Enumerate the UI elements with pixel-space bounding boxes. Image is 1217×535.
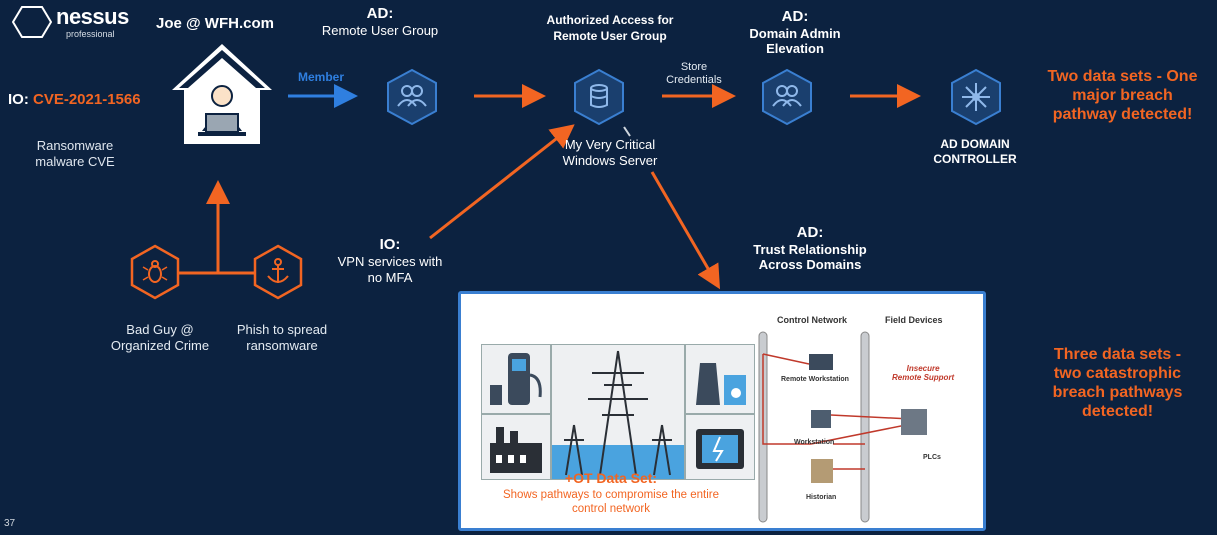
ad-domain-admin-line1: Domain Admin <box>749 26 841 41</box>
database-server-icon <box>574 68 624 126</box>
ad-trust-label: AD: Trust Relationship Across Domains <box>735 224 885 272</box>
factory-image <box>481 414 551 480</box>
server-label: My Very Critical Windows Server <box>545 137 675 169</box>
arrow-vpn <box>429 124 575 240</box>
control-network-diagram <box>758 331 927 523</box>
io-prefix: IO: <box>8 91 33 108</box>
ad-trust-line1: Trust Relationship <box>753 242 867 257</box>
ad-remote-title: AD: <box>366 5 394 22</box>
summary-three-line3: breach pathways <box>1052 384 1183 401</box>
cve-desc-2: malware CVE <box>35 154 115 169</box>
summary-two-line1: Two data sets - One <box>1047 68 1198 85</box>
server-line2: Windows Server <box>562 153 658 168</box>
summary-two-datasets: Two data sets - One major breach pathway… <box>1030 67 1215 124</box>
slide-number: 37 <box>4 518 16 529</box>
bad-guy-line1: Bad Guy @ <box>126 322 194 337</box>
io-cve-description: Ransomware malware CVE <box>20 138 130 170</box>
ot-desc-line2: control network <box>572 503 650 515</box>
anchor-icon <box>253 244 303 300</box>
store-credentials-label: Store Credentials <box>644 61 744 87</box>
io-cve-label: IO: CVE-2021-1566 <box>8 91 141 108</box>
io-vpn-line1: VPN services with <box>337 254 443 269</box>
insecure-remote-support-label: Insecure Remote Support <box>892 364 954 382</box>
historian-label: Historian <box>806 494 837 501</box>
user-label: Joe @ WFH.com <box>156 15 274 32</box>
summary-three-line4: detected! <box>1081 403 1154 420</box>
domain-controller-icon <box>951 68 1001 126</box>
summary-three-line2: two catastrophic <box>1053 365 1182 382</box>
ot-description: Shows pathways to compromise the entire … <box>461 488 761 516</box>
server-tick <box>623 126 631 137</box>
store-line2: Credentials <box>666 74 722 86</box>
remote-workstation-label: Remote Workstation <box>781 376 849 383</box>
ad-remote-sub: Remote User Group <box>321 23 439 38</box>
admin-group-icon <box>762 68 812 126</box>
home-user-icon <box>172 44 272 144</box>
ot-title: +OT Data Set: <box>564 470 658 486</box>
ot-network-panel: +OT Data Set: Shows pathways to compromi… <box>458 291 986 531</box>
io-vpn-line2: no MFA <box>367 270 413 285</box>
nuclear-plant-image <box>685 344 755 414</box>
io-vpn-label: IO: VPN services with no MFA <box>325 236 455 286</box>
insecure-line1: Insecure <box>906 364 940 373</box>
phish-line2: ransomware <box>246 338 318 353</box>
bug-icon <box>130 244 180 300</box>
field-devices-header: Field Devices <box>885 315 943 325</box>
ad-controller-label: AD DOMAIN CONTROLLER <box>925 137 1025 167</box>
cve-id: CVE-2021-1566 <box>33 91 141 108</box>
ot-desc-line1: Shows pathways to compromise the entire <box>502 489 720 501</box>
authorized-line2: Remote User Group <box>553 29 667 43</box>
summary-three-line1: Three data sets - <box>1053 346 1182 363</box>
insecure-line2: Remote Support <box>892 373 955 382</box>
summary-two-line2: major breach <box>1072 87 1173 104</box>
phish-line1: Phish to spread <box>236 322 328 337</box>
ev-charger-image <box>481 344 551 414</box>
control-network-header: Control Network <box>777 315 848 325</box>
brand-name: nessus <box>56 4 129 29</box>
summary-two-line3: pathway detected! <box>1052 106 1193 123</box>
store-line1: Store <box>680 61 708 73</box>
ad-domain-admin-line2: Elevation <box>766 41 824 56</box>
cve-desc-1: Ransomware <box>36 138 114 153</box>
controller-line1: AD DOMAIN <box>940 137 1010 151</box>
battery-image <box>685 414 755 480</box>
io-vpn-title: IO: <box>379 236 401 253</box>
phish-label: Phish to spread ransomware <box>222 322 342 354</box>
power-tower-image <box>551 344 685 480</box>
ad-domain-admin-label: AD: Domain Admin Elevation <box>735 8 855 56</box>
authorized-line1: Authorized Access for <box>546 13 674 27</box>
controller-line2: CONTROLLER <box>933 152 1017 166</box>
ad-domain-admin-title: AD: <box>781 8 809 25</box>
ad-trust-title: AD: <box>796 224 824 241</box>
ad-remote-group-label: AD: Remote User Group <box>310 5 450 39</box>
workstation-label: Workstation <box>794 439 835 446</box>
server-line1: My Very Critical <box>564 137 656 152</box>
edge-member-label: Member <box>298 70 345 84</box>
brand-sub: professional <box>66 29 115 39</box>
bad-guy-line2: Organized Crime <box>110 338 210 353</box>
authorized-access-label: Authorized Access for Remote User Group <box>530 12 690 44</box>
user-group-icon <box>387 68 437 126</box>
summary-three-datasets: Three data sets - two catastrophic breac… <box>1030 345 1205 421</box>
ad-trust-line2: Across Domains <box>758 257 862 272</box>
arrow-trust <box>650 171 721 290</box>
nessus-hex-icon <box>12 6 52 38</box>
plcs-label: PLCs <box>923 454 941 461</box>
bad-guy-label: Bad Guy @ Organized Crime <box>100 322 220 354</box>
